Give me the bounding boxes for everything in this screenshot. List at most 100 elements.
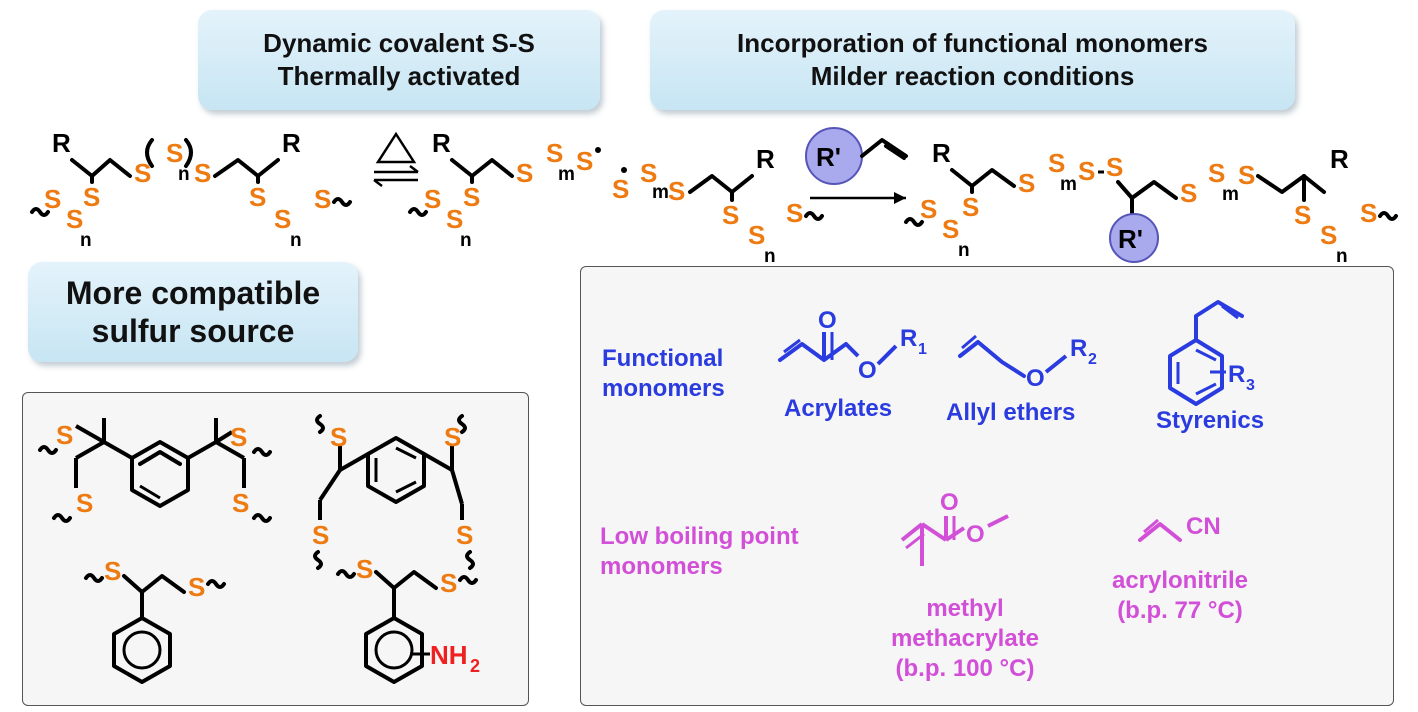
atom-S: S <box>440 568 457 598</box>
subscript-2: 2 <box>1088 351 1097 368</box>
atom-Rprime: R' <box>1118 224 1143 254</box>
atom-S: S <box>748 220 765 250</box>
atom-R: R <box>432 128 451 158</box>
acn-line2: (b.p. 77 °C) <box>1117 597 1243 624</box>
atom-S: S <box>576 146 593 176</box>
subscript-n: n <box>290 230 302 251</box>
atom-S: S <box>44 184 61 214</box>
atom-S: S <box>83 182 100 212</box>
atom-S: S <box>1360 198 1377 228</box>
atom-S: S <box>516 158 533 188</box>
atom-S: S <box>194 158 211 188</box>
subscript-n: n <box>764 246 776 267</box>
atom-S: S <box>76 488 93 518</box>
mma-label: methyl methacrylate (b.p. 100 °C) <box>860 594 1070 684</box>
acrylonitrile-structure: CN <box>1138 513 1221 542</box>
atom-O: O <box>818 307 837 334</box>
allyl-ether-structure: O R 2 Allyl ethers <box>946 334 1097 426</box>
atom-R2: R <box>1070 335 1087 362</box>
subscript-3: 3 <box>1246 377 1255 394</box>
atom-S: S <box>1078 156 1095 186</box>
atom-R: R <box>1330 144 1349 174</box>
atom-S: S <box>314 184 331 214</box>
atom-S: S <box>942 214 959 244</box>
atom-S: S <box>356 554 373 584</box>
atom-S: S <box>1180 178 1197 208</box>
atom-R3: R <box>1228 361 1245 388</box>
atom-S: S <box>962 192 979 222</box>
atom-S: S <box>920 194 937 224</box>
aminostyrene-sulfur: S S NH 2 <box>336 554 480 684</box>
subscript-m: m <box>1060 174 1077 195</box>
atom-S: S <box>104 556 121 586</box>
atom-S: S <box>1294 200 1311 230</box>
atom-R: R <box>932 138 951 168</box>
subscript-m: m <box>652 182 669 203</box>
callout-sulfur-line2: sulfur source <box>91 313 295 349</box>
label-allyl-ethers: Allyl ethers <box>946 399 1075 426</box>
callout-dynamic-line1: Dynamic covalent S-S <box>263 28 535 58</box>
callout-incorporation: Incorporation of functional monomers Mil… <box>650 10 1295 110</box>
atom-S: S <box>249 182 266 212</box>
atom-S: S <box>1018 168 1035 198</box>
subscript-2: 2 <box>470 656 480 676</box>
atom-S: S <box>1208 158 1225 188</box>
functional-monomers-heading: Functional monomers <box>602 344 725 404</box>
subscript-n: n <box>80 230 92 251</box>
atom-S: S <box>444 422 461 452</box>
callout-dynamic-line2: Thermally activated <box>277 61 521 91</box>
callout-incorporation-line2: Milder reaction conditions <box>810 61 1135 91</box>
callout-dynamic-covalent: Dynamic covalent S-S Thermally activated <box>198 10 600 110</box>
atom-S: S <box>230 422 247 452</box>
atom-S: S <box>446 204 463 234</box>
subscript-n: n <box>178 164 190 185</box>
label-styrenics: Styrenics <box>1156 407 1264 434</box>
atom-S: S <box>66 204 83 234</box>
atom-S: S <box>1238 160 1255 190</box>
monomer-addition-arrow: R' <box>805 127 908 204</box>
atom-S: S <box>456 520 473 550</box>
acrylate-structure: O O R 1 Acrylates <box>778 307 927 422</box>
atom-S: S <box>463 182 480 212</box>
subscript-m: m <box>1222 184 1239 205</box>
atom-S: S <box>424 184 441 214</box>
equilibrium-arrows <box>373 131 419 187</box>
subscript-n: n <box>958 240 970 261</box>
atom-S: S <box>56 420 73 450</box>
functional-polysulfide-product: R S S S m S S R' S S m S R S S n S S S n <box>904 138 1398 267</box>
atom-S: S <box>640 158 657 188</box>
atom-S: S <box>134 158 151 188</box>
mma-line2: methacrylate <box>890 625 1040 652</box>
atom-S: S <box>722 200 739 230</box>
atom-S: S <box>312 520 329 550</box>
atom-S: S <box>1048 148 1065 178</box>
subscript-n: n <box>460 230 472 251</box>
functional-heading-line1: Functional <box>602 345 724 372</box>
atom-S: S <box>786 198 803 228</box>
atom-R1: R <box>900 325 917 352</box>
atom-S: S <box>1320 220 1337 250</box>
atom-S: S <box>546 138 563 168</box>
callout-sulfur-source: More compatible sulfur source <box>28 262 358 362</box>
atom-S: S <box>166 138 183 168</box>
atom-S: S <box>188 572 205 602</box>
styrene-sulfur: S S <box>84 556 226 684</box>
atom-R: R <box>282 128 301 158</box>
meta-diisopropenylbenzene-sulfur: S S S S <box>38 418 272 523</box>
atom-S: S <box>330 422 347 452</box>
atom-S: S <box>612 174 629 204</box>
functional-heading-line2: monomers <box>602 375 725 402</box>
atom-O: O <box>940 489 959 516</box>
subscript-m: m <box>558 164 575 185</box>
polysulfide-radicals: R S S S m S S S n S S m S R S S n S <box>408 128 824 267</box>
polysulfide-network-1: R S S S n S R S S S n S n S <box>30 128 352 251</box>
atom-NH2: NH <box>430 640 468 670</box>
acn-line1: acrylonitrile <box>1111 567 1249 594</box>
atom-R: R <box>52 128 71 158</box>
atom-S: S <box>274 204 291 234</box>
atom-CN: CN <box>1186 513 1221 540</box>
styrenic-structure: R 3 Styrenics <box>1156 300 1264 434</box>
mma-line1: methyl <box>926 595 1004 622</box>
subscript-1: 1 <box>918 341 927 358</box>
